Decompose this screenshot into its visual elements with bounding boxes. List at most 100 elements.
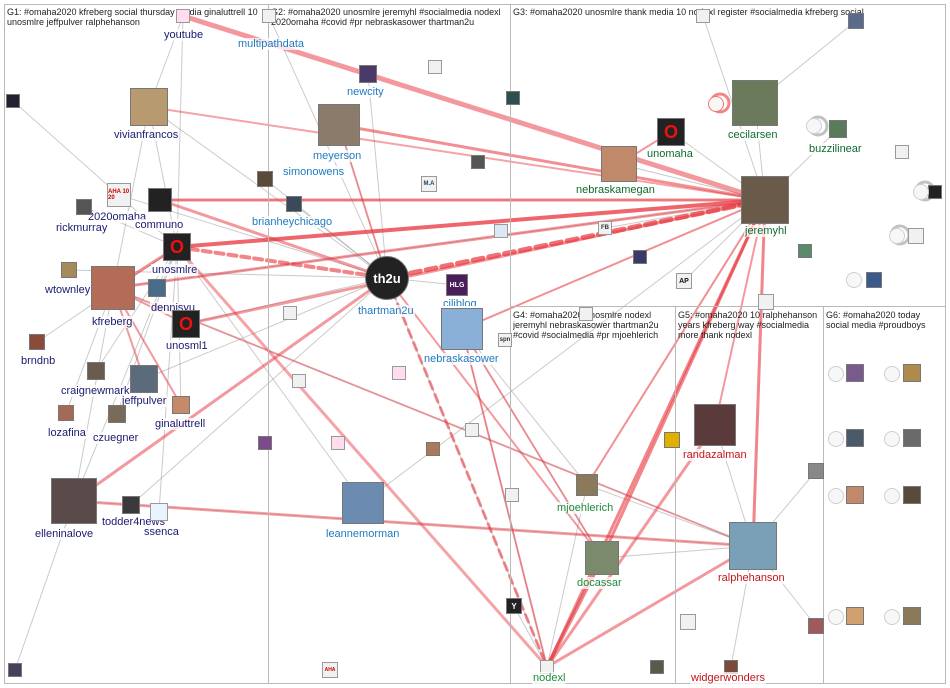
node-label-craignewmark[interactable]: craignewmark [60, 385, 131, 397]
node-label-nodexl[interactable]: nodexl [532, 672, 567, 684]
node-label-buzzilinear[interactable]: buzzilinear [808, 143, 863, 155]
unomaha-avatar[interactable]: O [657, 118, 685, 146]
spn-avatar[interactable]: spn [498, 333, 512, 347]
simonowens-avatar[interactable] [257, 171, 273, 187]
node-label-elleninalove[interactable]: elleninalove [34, 528, 95, 540]
node-label-communo[interactable]: communo [134, 219, 185, 231]
unosml1-avatar[interactable]: O [172, 310, 200, 338]
g6-avatar-6[interactable] [903, 486, 921, 504]
node-label-rickmurray[interactable]: rickmurray [55, 222, 109, 234]
node-label-unosml1[interactable]: unosml1 [165, 340, 209, 352]
node-label-randazalman[interactable]: randazalman [682, 449, 748, 461]
node-label-widgerwonders[interactable]: widgerwonders [690, 672, 766, 684]
node-label-docassar[interactable]: docassar [576, 577, 623, 589]
ginaluttrell-avatar[interactable] [172, 396, 190, 414]
g6-avatar-2[interactable] [903, 364, 921, 382]
g6-avatar-5[interactable] [846, 486, 864, 504]
node-label-unomaha[interactable]: unomaha [646, 148, 694, 160]
leannemorman-avatar[interactable] [342, 482, 384, 524]
nebraskamegan-avatar[interactable] [601, 146, 637, 182]
g2-small-j[interactable] [465, 423, 479, 437]
node-label-nebraskasower[interactable]: nebraskasower [423, 353, 500, 365]
g5-small-d[interactable] [808, 618, 824, 634]
g6-avatar-8[interactable] [903, 607, 921, 625]
node-label-ginaluttrell[interactable]: ginaluttrell [154, 418, 207, 430]
fb-avatar[interactable]: FB [598, 221, 612, 235]
ssenca-avatar[interactable] [150, 503, 168, 521]
wtownley-avatar[interactable] [61, 262, 77, 278]
node-label-ciliblog[interactable]: ciliblog [442, 298, 478, 306]
g3-small-h[interactable] [866, 272, 882, 288]
g1-corner-avatar[interactable] [6, 94, 20, 108]
node-label-2020omaha[interactable]: 2020omaha [87, 211, 148, 223]
g2-small-e[interactable] [292, 374, 306, 388]
docassar-avatar[interactable] [585, 541, 619, 575]
g4-small-a[interactable] [505, 488, 519, 502]
g6-avatar-7[interactable] [846, 607, 864, 625]
unosmlre-avatar[interactable]: O [163, 233, 191, 261]
g1-bottom-avatar[interactable] [8, 663, 22, 677]
node-label-kfreberg[interactable]: kfreberg [91, 316, 134, 328]
brndnb-avatar[interactable] [29, 334, 45, 350]
node-label-wtownley[interactable]: wtownley [44, 284, 92, 296]
node-label-unosmlre[interactable]: unosmlre [151, 264, 199, 276]
rickmurray-avatar[interactable] [76, 199, 92, 215]
todder4news-avatar[interactable] [122, 496, 140, 514]
node-label-thartman2u[interactable]: thartman2u [357, 305, 415, 317]
node-label-nebraskamegan[interactable]: nebraskamegan [575, 184, 656, 196]
g3-small-f[interactable] [908, 228, 924, 244]
node-label-lozafina[interactable]: lozafina [47, 427, 87, 439]
node-label-ssenca[interactable]: ssenca [143, 526, 180, 538]
node-label-simonowens[interactable]: simonowens [282, 166, 346, 178]
jeffpulver-avatar[interactable] [130, 365, 158, 393]
g3-small-j[interactable] [758, 294, 774, 310]
node-label-jeremyhl[interactable]: jeremyhl [744, 225, 788, 237]
nebraskasower-avatar[interactable] [441, 308, 483, 350]
communo-avatar[interactable] [148, 188, 172, 212]
youtube-avatar[interactable] [176, 9, 190, 23]
node-label-youtube[interactable]: youtube [163, 29, 205, 41]
g2-small-f[interactable] [392, 366, 406, 380]
g4-small-c[interactable] [650, 660, 664, 674]
node-label-vivianfrancos[interactable]: vivianfrancos [113, 129, 180, 141]
ap-avatar[interactable]: AP [676, 273, 692, 289]
node-label-cecilarsen[interactable]: cecilarsen [727, 129, 779, 141]
node-label-todder4news[interactable]: todder4news [101, 516, 166, 528]
g3-small-d[interactable] [895, 145, 909, 159]
g2-small-g[interactable] [331, 436, 345, 450]
craignewmark-avatar[interactable] [87, 362, 105, 380]
node-label-multipathdata[interactable]: multipathdata [237, 38, 306, 50]
dennisyu-avatar[interactable] [148, 279, 166, 297]
node-label-newcity[interactable]: newcity [346, 86, 385, 98]
node-label-czuegner[interactable]: czuegner [92, 432, 140, 444]
g6-avatar-1[interactable] [846, 364, 864, 382]
thartman2u-avatar[interactable]: th2u [365, 256, 409, 300]
g3-small-g[interactable] [798, 244, 812, 258]
jeremyhl-avatar[interactable] [741, 176, 789, 224]
g6-avatar-3[interactable] [846, 429, 864, 447]
g2-small-h[interactable] [258, 436, 272, 450]
elleninalove-avatar[interactable] [51, 478, 97, 524]
mjoehlerich-avatar[interactable] [576, 474, 598, 496]
ralphehanson-avatar[interactable] [729, 522, 777, 570]
node-label-leannemorman[interactable]: leannemorman [325, 528, 401, 540]
node-label-meyerson[interactable]: meyerson [312, 150, 363, 162]
randazalman-avatar[interactable] [694, 404, 736, 446]
newcity-avatar[interactable] [359, 65, 377, 83]
g3-small-i[interactable] [633, 250, 647, 264]
g2-small-d[interactable] [283, 306, 297, 320]
brianheychicago-avatar[interactable] [286, 196, 302, 212]
node-label-mjoehlerich[interactable]: mjoehlerich [556, 502, 615, 514]
czuegner-avatar[interactable] [108, 405, 126, 423]
node-label-brndnb[interactable]: brndnb [20, 355, 57, 367]
g3-small-c[interactable] [506, 91, 520, 105]
ciliblog-avatar[interactable]: HLG [446, 274, 468, 296]
g3-small-a[interactable] [696, 9, 710, 23]
g3-small-b[interactable] [848, 13, 864, 29]
g2-small-i[interactable] [426, 442, 440, 456]
node-label-brianheychicago[interactable]: brianheychicago [251, 216, 334, 228]
lozafina-avatar[interactable] [58, 405, 74, 421]
vivianfrancos-avatar[interactable] [130, 88, 168, 126]
node-label-ralphehanson[interactable]: ralphehanson [717, 572, 786, 584]
node-label-jeffpulver[interactable]: jeffpulver [121, 395, 168, 407]
